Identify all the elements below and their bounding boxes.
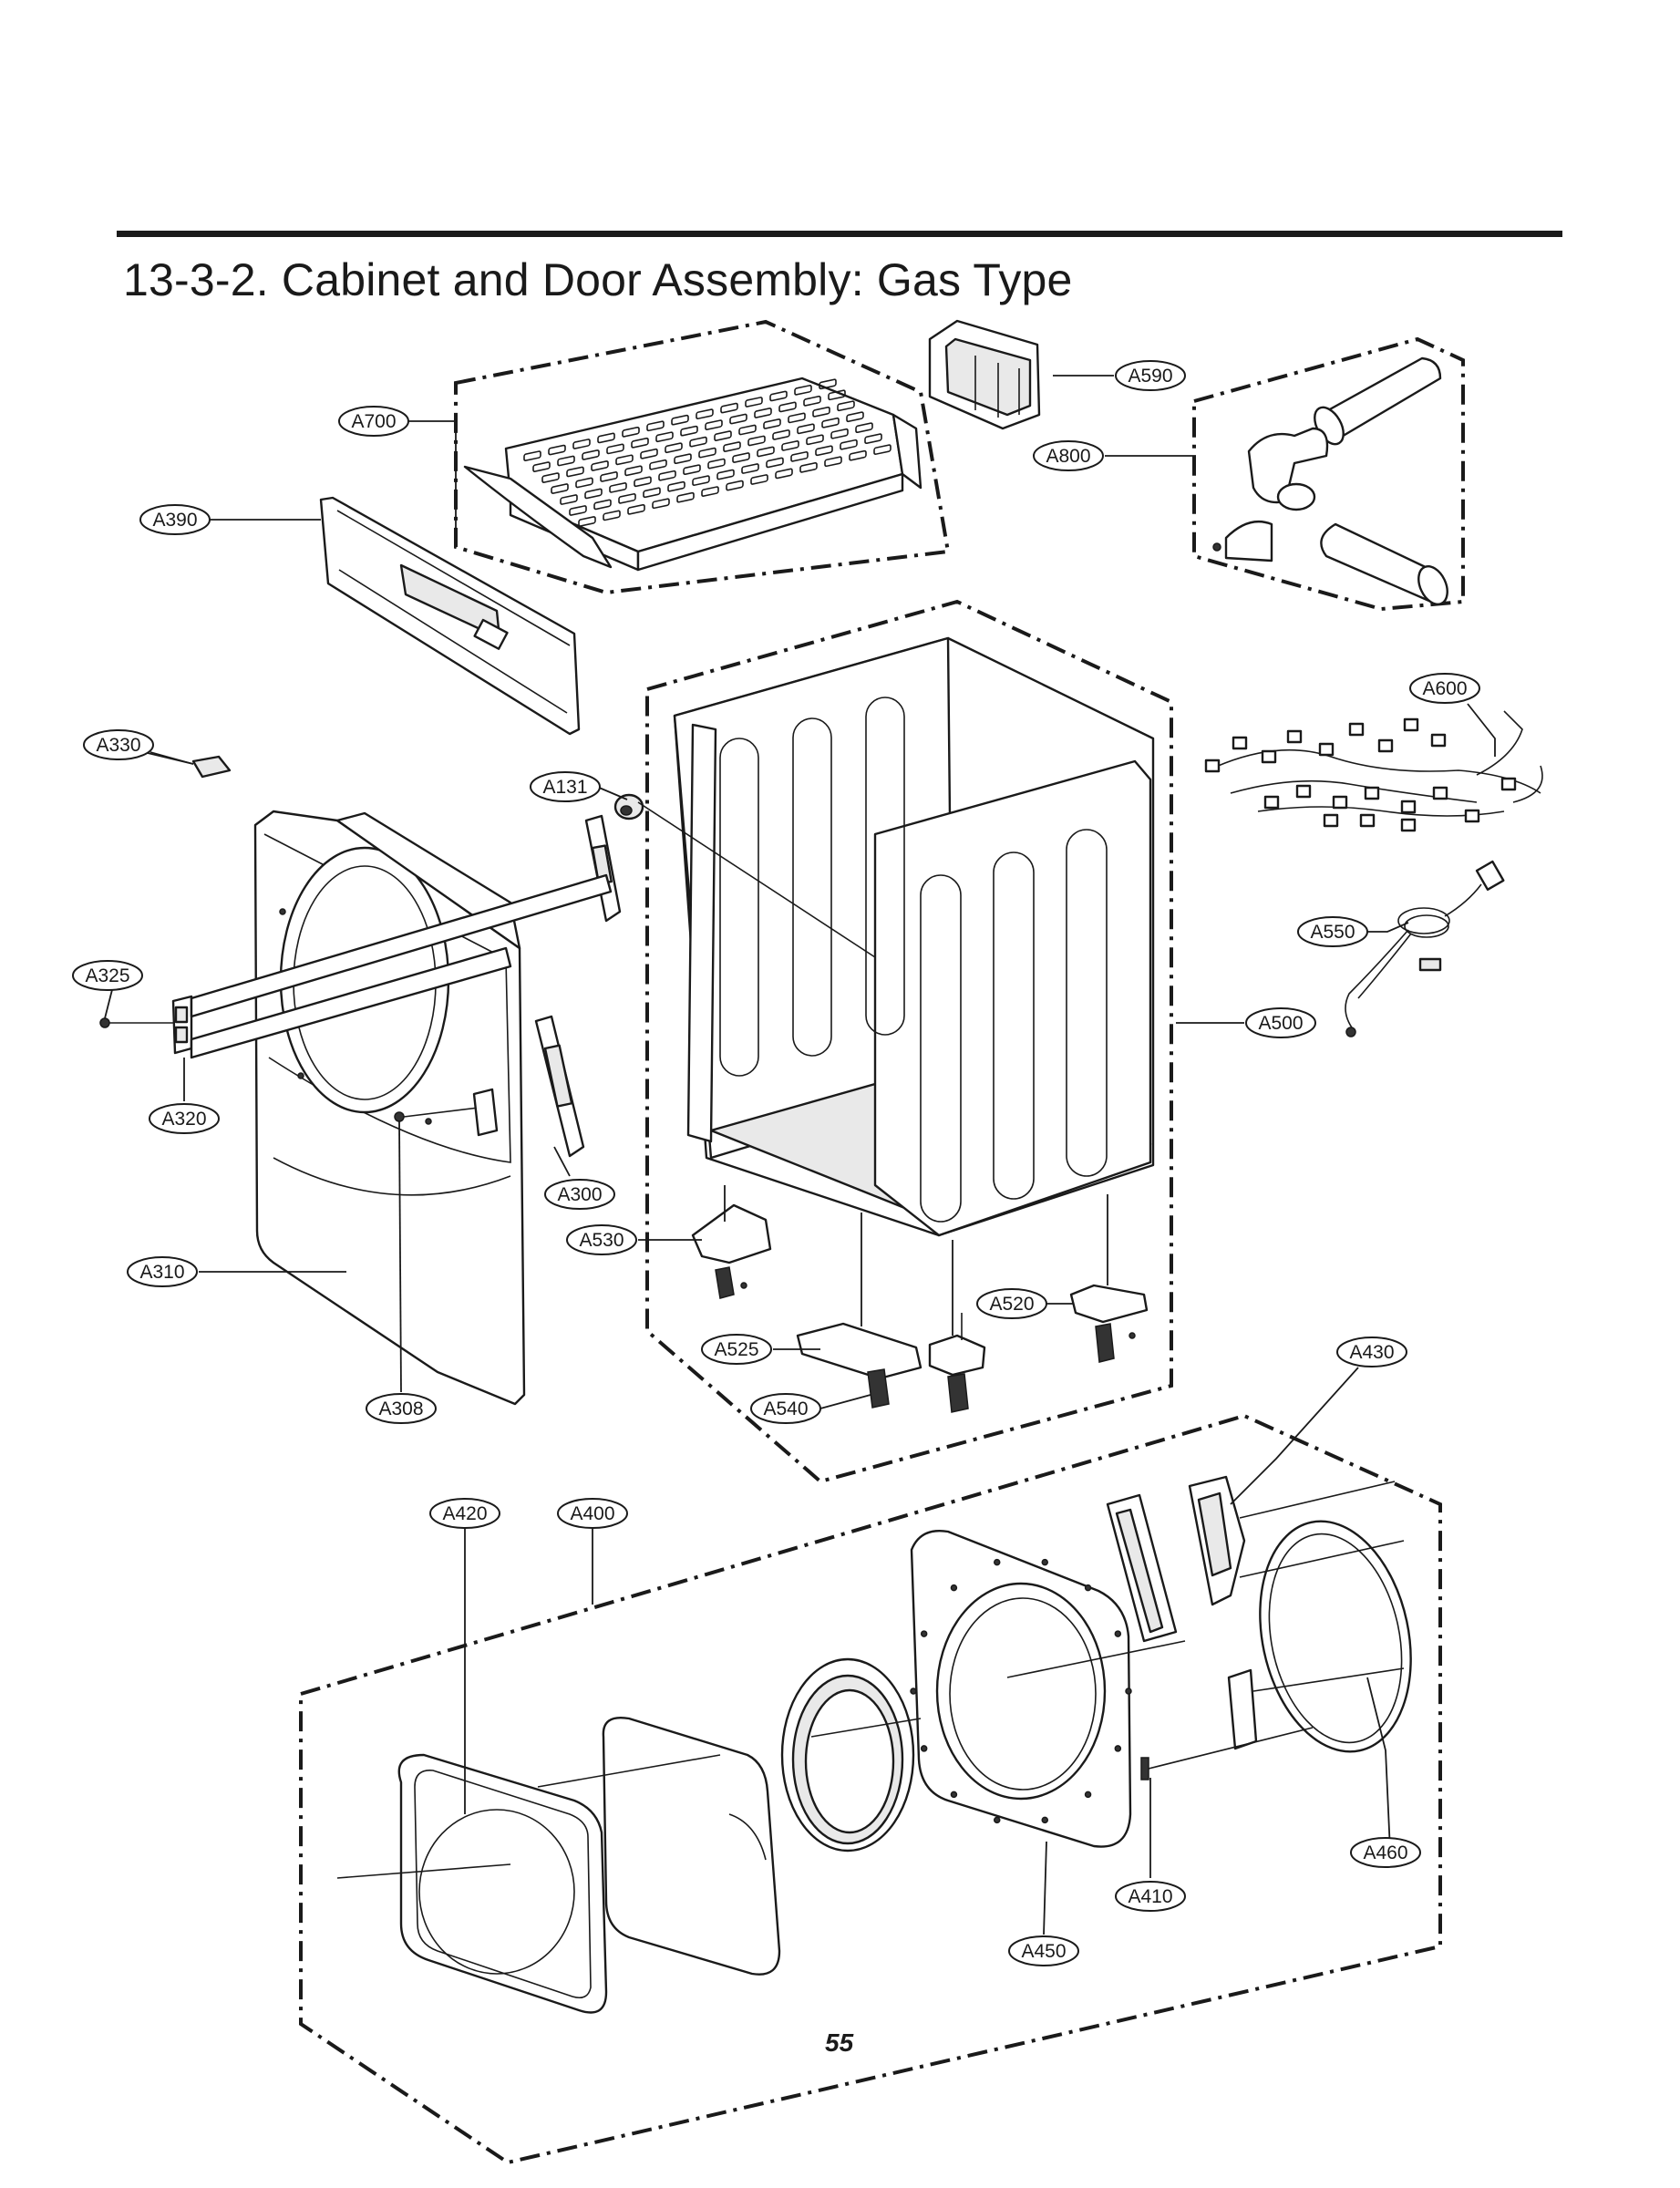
door-gasket-part-a460 <box>1259 1520 1412 1753</box>
callout-label-a390: A390 <box>152 510 197 531</box>
wire-harness-part <box>1204 710 1543 832</box>
callout-label-a430: A430 <box>1349 1342 1394 1363</box>
door-liner-part-a450 <box>910 1530 1132 1848</box>
callout-a600: A600 <box>1409 673 1480 704</box>
callout-label-a460: A460 <box>1363 1842 1407 1863</box>
callout-label-a500: A500 <box>1258 1013 1303 1034</box>
leg-bracket-part-a525 <box>796 1322 922 1409</box>
page-number: 55 <box>825 2028 854 2057</box>
callout-label-a600: A600 <box>1422 678 1467 699</box>
duct-group-outline <box>1192 336 1465 612</box>
callout-label-a131: A131 <box>542 777 587 798</box>
callout-label-a310: A310 <box>139 1262 184 1283</box>
callout-label-a450: A450 <box>1021 1941 1066 1962</box>
callout-label-a520: A520 <box>989 1294 1034 1315</box>
leader-lines <box>104 375 1496 1935</box>
callout-a430: A430 <box>1336 1337 1407 1368</box>
callout-a540: A540 <box>750 1393 821 1424</box>
callout-a308: A308 <box>366 1393 437 1424</box>
callout-label-a590: A590 <box>1128 366 1172 387</box>
door-switch-part <box>149 751 232 779</box>
callout-a700: A700 <box>338 406 409 437</box>
callout-label-a420: A420 <box>442 1503 487 1524</box>
cabinet-group-outline <box>645 599 1173 1484</box>
callout-a450: A450 <box>1008 1935 1079 1966</box>
rear-panel-part <box>319 496 581 736</box>
callout-a590: A590 <box>1115 360 1186 391</box>
hinge-part-a430 <box>1106 1475 1246 1643</box>
page-title: 13-3-2. Cabinet and Door Assembly: Gas T… <box>123 254 1073 305</box>
callout-label-a330: A330 <box>96 735 140 756</box>
callout-a525: A525 <box>701 1334 772 1365</box>
cabinet-rails <box>190 873 613 1059</box>
door-frame-part-a420 <box>397 1753 608 2014</box>
callout-label-a525: A525 <box>714 1339 758 1360</box>
callout-label-a540: A540 <box>763 1398 808 1419</box>
bracket-part-a300 <box>534 1015 585 1158</box>
leg-bracket-part-a530 <box>691 1203 772 1299</box>
callout-a420: A420 <box>429 1498 500 1529</box>
bracket-part-a320 <box>99 995 193 1055</box>
callout-label-a320: A320 <box>161 1109 206 1130</box>
part-callouts: A700 A590A800A390A600A330A131A550A325A500… <box>72 360 1480 1966</box>
callout-label-a410: A410 <box>1128 1886 1172 1907</box>
door-glass-part-a400 <box>602 1717 781 1976</box>
callout-a400: A400 <box>557 1498 628 1529</box>
callout-label-a400: A400 <box>570 1503 614 1524</box>
callout-a320: A320 <box>149 1103 220 1134</box>
callout-a500: A500 <box>1245 1007 1316 1038</box>
callout-label-a308: A308 <box>378 1398 423 1419</box>
callout-a131: A131 <box>530 771 601 802</box>
callout-label-a325: A325 <box>85 965 129 986</box>
callout-label-a300: A300 <box>557 1184 602 1205</box>
cabinet-part <box>637 636 1155 1237</box>
door-group-outline <box>299 1413 1442 2165</box>
leg-part-a540 <box>928 1313 986 1413</box>
power-cord-part <box>1345 860 1505 1037</box>
callout-a530: A530 <box>566 1224 637 1255</box>
exhaust-duct-part <box>1212 356 1448 605</box>
latch-part-a410 <box>1140 1668 1258 1780</box>
top-plate-part <box>463 377 922 572</box>
leg-bracket-part-a520 <box>1069 1284 1149 1363</box>
explode-axis-lines <box>336 1481 1405 1879</box>
callout-a520: A520 <box>976 1288 1047 1319</box>
callout-label-a550: A550 <box>1310 922 1355 943</box>
callout-a325: A325 <box>72 960 143 991</box>
callout-a550: A550 <box>1297 916 1368 947</box>
callout-a310: A310 <box>127 1256 198 1287</box>
callout-a330: A330 <box>83 729 154 760</box>
door-inner-ring-part <box>780 1657 915 1853</box>
callout-label-a800: A800 <box>1046 446 1090 467</box>
callout-a410: A410 <box>1115 1881 1186 1912</box>
callout-a800: A800 <box>1033 440 1104 471</box>
callout-a300: A300 <box>544 1179 615 1210</box>
callout-a460: A460 <box>1350 1837 1421 1868</box>
bracket-part-a131 <box>584 793 644 923</box>
bracket-part-a590 <box>928 319 1041 430</box>
callout-label-a530: A530 <box>579 1230 624 1251</box>
header-rule <box>117 231 1562 237</box>
callout-a390: A390 <box>139 504 211 535</box>
callout-label-a700: A700 <box>351 411 396 432</box>
